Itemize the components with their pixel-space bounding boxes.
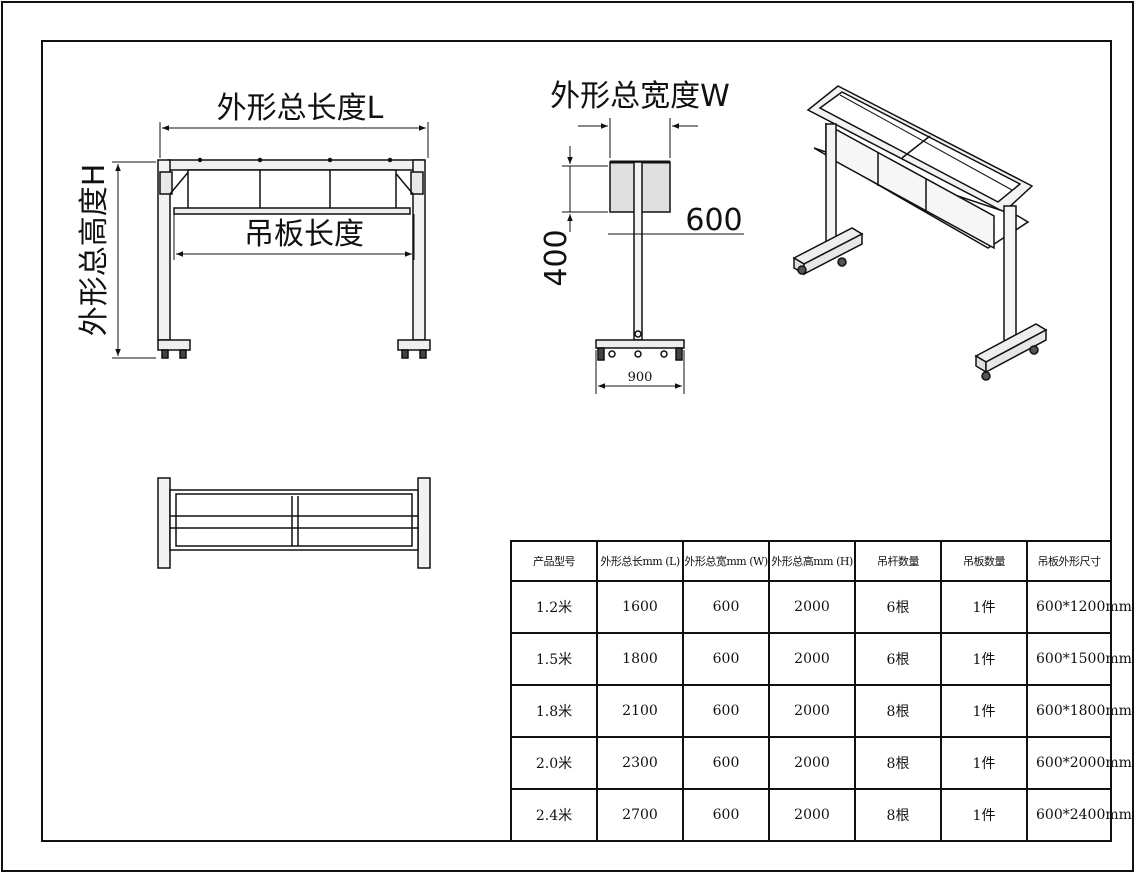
cell-model: 1.8米 xyxy=(510,684,598,738)
table-row: 2.0米 2300 600 2000 8根 1件 600*2000mm xyxy=(510,736,1132,790)
cell-rod-count: 6根 xyxy=(854,632,942,686)
cell-model: 2.4米 xyxy=(510,788,598,842)
header-length: 外形总长mm (L) xyxy=(596,540,684,582)
cell-rod-count: 8根 xyxy=(854,684,942,738)
cell-board-count: 1件 xyxy=(940,632,1028,686)
front-view xyxy=(157,157,431,359)
table-row: 2.4米 2700 600 2000 8根 1件 600*2400mm xyxy=(510,788,1132,842)
front-dimensions xyxy=(112,122,429,359)
cell-width: 600 xyxy=(682,684,770,738)
cell-width: 600 xyxy=(682,580,770,634)
cell-rod-count: 8根 xyxy=(854,788,942,842)
cell-height: 2000 xyxy=(768,632,856,686)
cell-length: 2300 xyxy=(596,736,684,790)
table-row: 1.8米 2100 600 2000 8根 1件 600*1800mm xyxy=(510,684,1132,738)
top-view xyxy=(157,477,431,569)
cell-height: 2000 xyxy=(768,684,856,738)
cell-model: 1.5米 xyxy=(510,632,598,686)
cell-rod-count: 8根 xyxy=(854,736,942,790)
cell-board-size: 600*1200mm xyxy=(1026,580,1132,634)
table-row: 1.2米 1600 600 2000 6根 1件 600*1200mm xyxy=(510,580,1132,634)
inner-frame xyxy=(41,40,1112,842)
header-rod-count: 吊杆数量 xyxy=(854,540,942,582)
cell-board-size: 600*2000mm xyxy=(1026,736,1132,790)
cell-model: 2.0米 xyxy=(510,736,598,790)
cell-length: 1800 xyxy=(596,632,684,686)
cell-length: 2100 xyxy=(596,684,684,738)
cell-width: 600 xyxy=(682,788,770,842)
cell-board-count: 1件 xyxy=(940,788,1028,842)
header-board-count: 吊板数量 xyxy=(940,540,1028,582)
cell-height: 2000 xyxy=(768,788,856,842)
board-height-value: 400 xyxy=(539,229,574,286)
side-dimensions xyxy=(562,118,744,394)
cell-width: 600 xyxy=(682,632,770,686)
table-row: 1.5米 1800 600 2000 6根 1件 600*1500mm xyxy=(510,632,1132,686)
header-board-size: 吊板外形尺寸 xyxy=(1026,540,1112,582)
cell-board-count: 1件 xyxy=(940,684,1028,738)
isometric-view xyxy=(792,85,1048,381)
side-view xyxy=(595,160,685,361)
header-model: 产品型号 xyxy=(510,540,598,582)
cell-board-count: 1件 xyxy=(940,580,1028,634)
cell-length: 2700 xyxy=(596,788,684,842)
total-length-label: 外形总长度L xyxy=(217,91,384,126)
header-height: 外形总高mm (H) xyxy=(768,540,856,582)
cell-board-size: 600*2400mm xyxy=(1026,788,1132,842)
cell-height: 2000 xyxy=(768,736,856,790)
total-height-label: 外形总高度H xyxy=(77,164,112,337)
board-length-label: 吊板长度 xyxy=(244,217,364,252)
cell-board-count: 1件 xyxy=(940,736,1028,790)
cell-width: 600 xyxy=(682,736,770,790)
cell-board-size: 600*1800mm xyxy=(1026,684,1132,738)
board-width-value: 600 xyxy=(685,203,742,238)
cell-model: 1.2米 xyxy=(510,580,598,634)
cell-rod-count: 6根 xyxy=(854,580,942,634)
cell-board-size: 600*1500mm xyxy=(1026,632,1132,686)
base-width-value: 900 xyxy=(628,370,653,385)
table-header-row: 产品型号 外形总长mm (L) 外形总宽mm (W) 外形总高mm (H) 吊杆… xyxy=(510,540,1112,582)
cell-height: 2000 xyxy=(768,580,856,634)
spec-table: 产品型号 外形总长mm (L) 外形总宽mm (W) 外形总高mm (H) 吊杆… xyxy=(510,540,1132,842)
header-width: 外形总宽mm (W) xyxy=(682,540,770,582)
cell-length: 1600 xyxy=(596,580,684,634)
total-width-label: 外形总宽度W xyxy=(550,79,730,114)
